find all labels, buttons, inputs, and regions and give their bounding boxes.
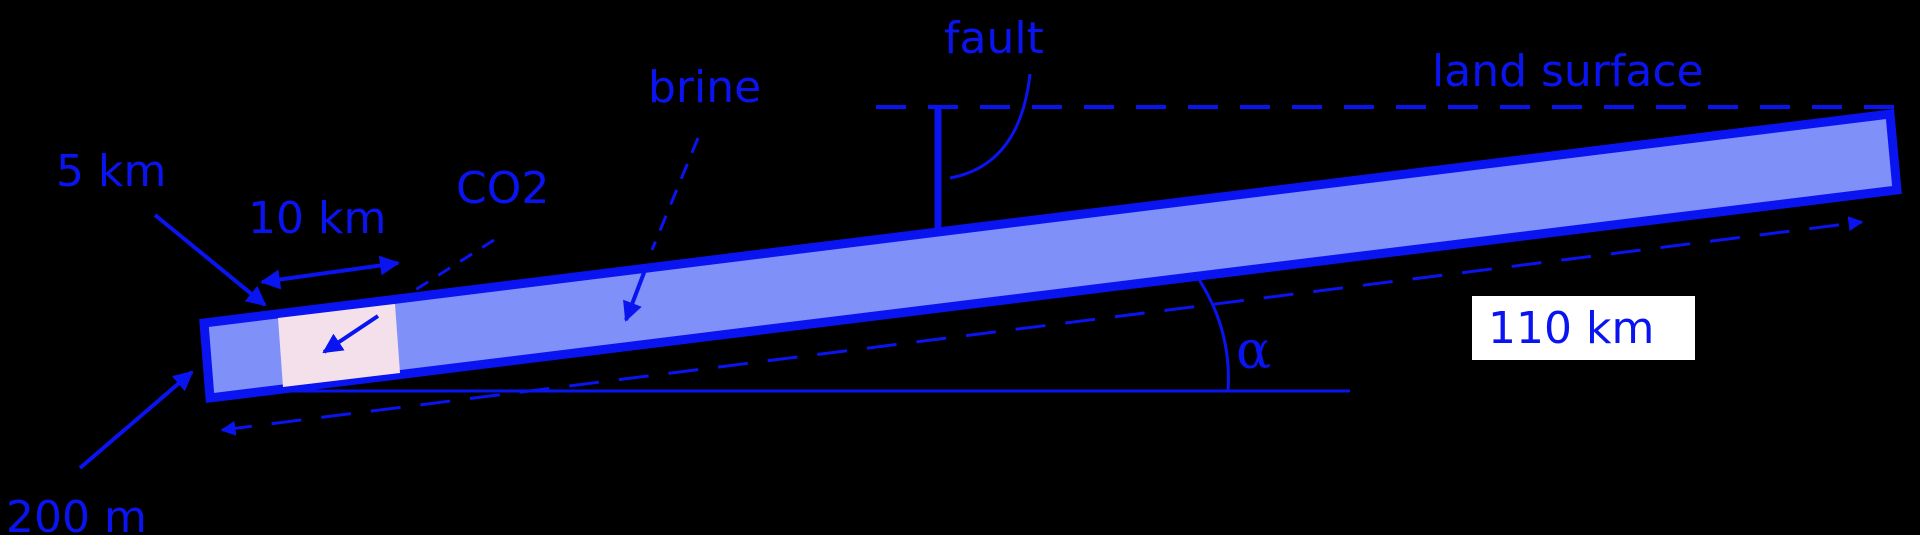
land-surface-label: land surface	[1432, 46, 1704, 97]
co2-leader	[411, 238, 495, 294]
length-110km-dimension	[220, 216, 1864, 436]
length-110km-label: 110 km	[1488, 303, 1654, 354]
co2-label: CO2	[456, 163, 549, 214]
thickness-200m-arrow	[78, 370, 194, 470]
thickness-200m-label: 200 m	[6, 492, 147, 535]
length-10km-label: 10 km	[248, 193, 386, 244]
angle-alpha-label: α	[1236, 321, 1271, 381]
angle-arc	[1196, 277, 1230, 392]
brine-leader	[650, 137, 700, 251]
brine-label: brine	[648, 62, 761, 113]
width-5km-arrow	[153, 213, 267, 307]
co2-zone	[278, 304, 400, 387]
width-5km-label: 5 km	[56, 146, 166, 197]
fault-leader	[949, 73, 1032, 180]
length-10km-dimension	[260, 255, 400, 290]
fault-label: fault	[944, 13, 1044, 64]
co2-arrow	[322, 314, 380, 354]
brine-arrow	[623, 269, 647, 322]
length-110km-box	[1472, 296, 1695, 360]
